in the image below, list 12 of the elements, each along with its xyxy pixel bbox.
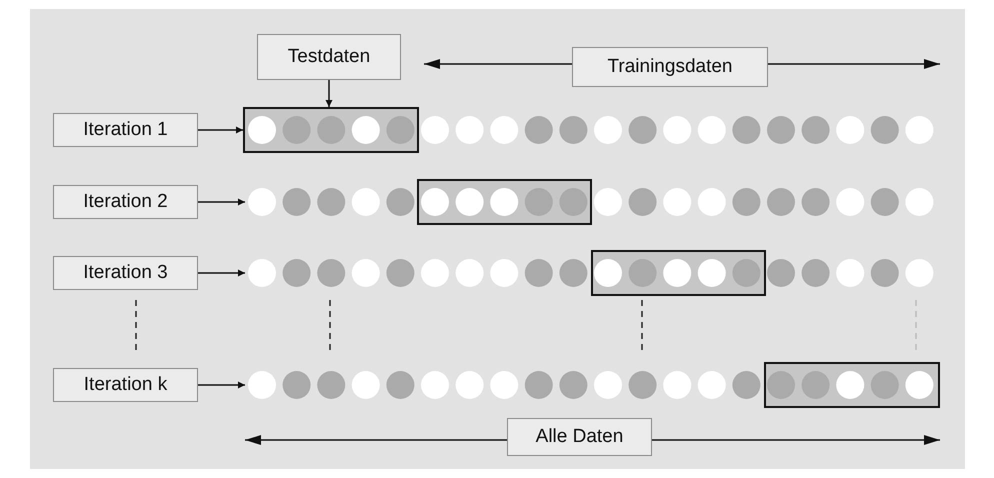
arrow xyxy=(198,198,245,206)
label-box: Iteration k xyxy=(53,368,198,402)
label-box: Iteration 2 xyxy=(53,185,198,219)
arrow xyxy=(198,270,245,276)
label-box: Alle Daten xyxy=(507,418,652,456)
arrow xyxy=(326,80,332,107)
arrow xyxy=(198,126,243,134)
label-box: Iteration 1 xyxy=(53,113,198,147)
label-box: Iteration 3 xyxy=(53,256,198,290)
label-box: Testdaten xyxy=(257,34,401,80)
arrow xyxy=(198,382,245,388)
label-box: Trainingsdaten xyxy=(572,47,768,87)
